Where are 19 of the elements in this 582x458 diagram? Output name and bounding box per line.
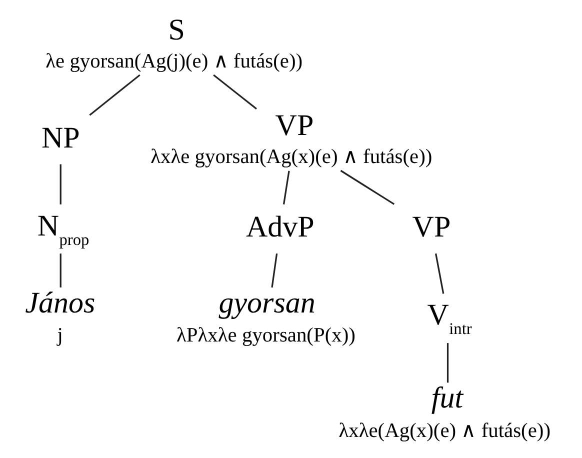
- node-text: VP: [412, 210, 451, 244]
- connector: [89, 74, 140, 116]
- node-text: N$_{prop}$: [37, 209, 90, 249]
- node-text: AdvP: [246, 210, 314, 244]
- connector: [446, 343, 449, 383]
- node-text: gyorsan λPλxλe gyorsan(P(x)): [176, 286, 356, 346]
- connector: [60, 164, 62, 204]
- connector: [282, 170, 290, 204]
- node-text: NP: [42, 121, 80, 154]
- node-text: S λe gyorsan(Ag(j)(e) ∧ futás(e)): [46, 14, 303, 72]
- connector: [213, 74, 257, 110]
- connector: [435, 253, 444, 294]
- connector: [271, 253, 278, 288]
- node-text: VP λxλe gyorsan(Ag(x)(e) ∧ futás(e)): [150, 109, 432, 168]
- node-text: fut λxλe(Ag(x)(e) ∧ futás(e)): [338, 382, 551, 442]
- node-text: János j: [25, 286, 96, 346]
- connector: [340, 170, 395, 205]
- node-text: V$_{intr}$: [427, 298, 472, 338]
- connector: [60, 254, 62, 288]
